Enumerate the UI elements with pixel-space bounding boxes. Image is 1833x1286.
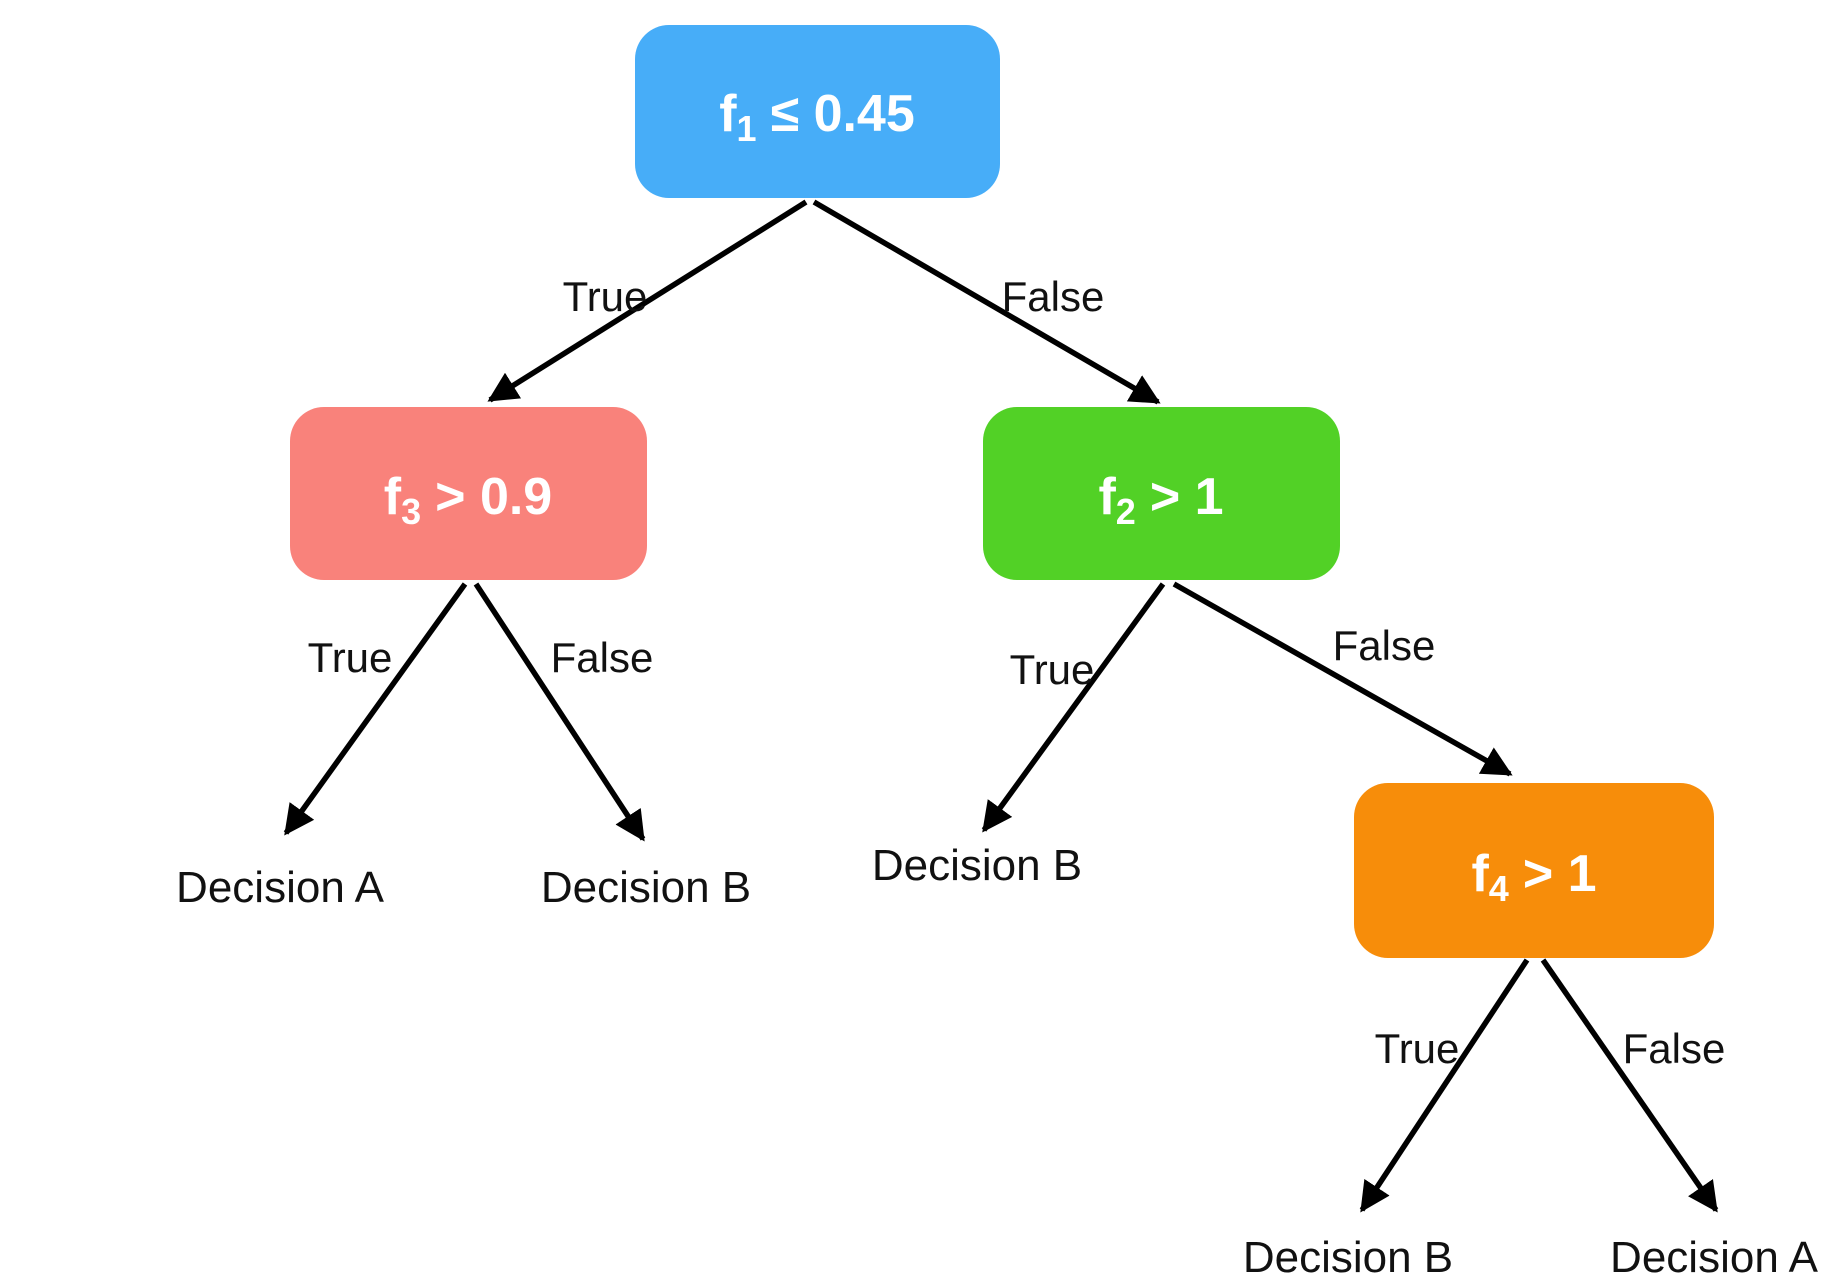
edge-f3-false <box>473 582 646 842</box>
edge-label-f2-false: False <box>1333 622 1436 669</box>
edge-label-f1-false: False <box>1002 273 1105 320</box>
node-f1-box <box>635 25 1000 198</box>
node-f3-box <box>290 407 647 580</box>
edge-f1-false <box>812 199 1161 405</box>
edge-label-f4-true: True <box>1375 1025 1460 1072</box>
edge-label-f1-true: True <box>563 273 648 320</box>
leaf-decision-a-bottom: Decision A <box>1610 1233 1819 1282</box>
leaf-decision-b-mid: Decision B <box>872 841 1082 890</box>
edge-label-f3-false: False <box>551 634 654 681</box>
edge-f3-true <box>283 582 468 836</box>
node-f2: f2> 1 <box>983 407 1340 580</box>
edge-label-f4-false: False <box>1623 1025 1726 1072</box>
leaf-decision-a-left: Decision A <box>176 863 385 912</box>
leaf-decision-b-left: Decision B <box>541 863 751 912</box>
edge-label-f2-true: True <box>1010 646 1095 693</box>
node-f4: f4> 1 <box>1354 783 1714 958</box>
edge-f1-true <box>487 199 808 403</box>
edge-label-f3-true: True <box>308 634 393 681</box>
node-f3-label: f3> 0.9 <box>384 468 552 532</box>
node-f4-box <box>1354 783 1714 958</box>
node-f4-label: f4> 1 <box>1471 845 1596 909</box>
node-f2-box <box>983 407 1340 580</box>
edge-f2-false <box>1172 581 1513 777</box>
edge-f2-true <box>981 582 1166 833</box>
node-f1: f1≤ 0.45 <box>635 25 1000 198</box>
leaf-decision-b-bottom: Decision B <box>1243 1233 1453 1282</box>
edge-f4-true <box>1359 958 1530 1213</box>
node-f1-label: f1≤ 0.45 <box>719 85 915 149</box>
edge-f4-false <box>1540 958 1719 1213</box>
node-f2-label: f2> 1 <box>1098 468 1223 532</box>
node-f3: f3> 0.9 <box>290 407 647 580</box>
